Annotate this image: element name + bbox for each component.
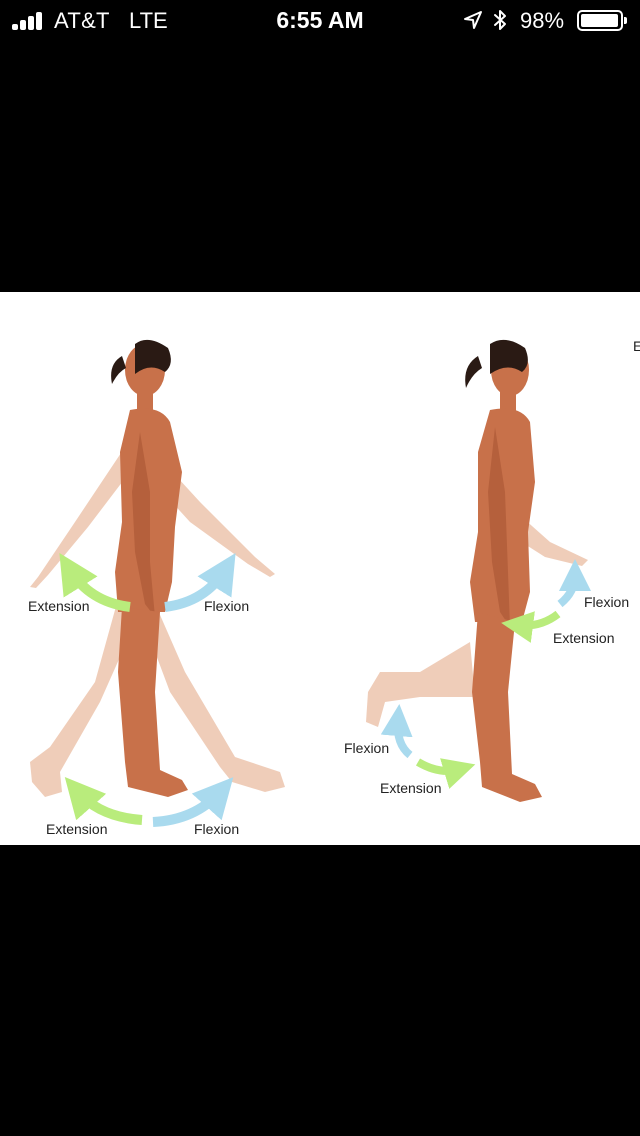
leg-extension-arrow [415, 758, 476, 789]
arm-extension-arrow [59, 553, 131, 612]
status-time: 6:55 AM [276, 7, 364, 33]
label-arm-extension-left: Extension [28, 598, 90, 614]
battery-fill [581, 14, 619, 27]
ponytail [111, 356, 126, 384]
bluetooth-icon [494, 10, 506, 30]
ghost-leg-front [140, 592, 285, 792]
signal-bars-icon [12, 12, 46, 30]
arm-flexion-arrow [164, 553, 236, 612]
arm-extension-arrow [501, 610, 561, 643]
label-leg-extension-right: Extension [380, 780, 442, 796]
anatomy-image: Extension Flexion Extension Flexion Flex… [0, 292, 640, 845]
ghost-leg-back [30, 592, 140, 797]
label-arm-extension-right: Extension [553, 630, 615, 646]
leg-flexion-arrow [380, 704, 413, 759]
anatomy-illustration [30, 339, 591, 827]
label-cropped-edge: E [633, 338, 640, 354]
arm [132, 432, 155, 617]
hair [490, 339, 528, 374]
label-leg-flexion-left: Flexion [194, 821, 240, 837]
ponytail [465, 356, 482, 388]
carrier-name: AT&T [54, 8, 110, 33]
right-figure [366, 339, 591, 802]
battery-icon [577, 10, 627, 31]
ghost-arm-back [30, 432, 145, 588]
leg-extension-arrow [64, 776, 143, 825]
label-leg-extension-left: Extension [46, 821, 108, 837]
arm [488, 427, 510, 627]
leg-flexion-arrow [152, 777, 234, 827]
left-figure [30, 339, 285, 827]
leg [118, 607, 188, 797]
leg [472, 612, 542, 802]
hair [135, 339, 171, 374]
ghost-leg-back [366, 642, 475, 727]
arm-flexion-arrow [557, 559, 591, 608]
network-type: LTE [129, 8, 168, 33]
battery-percent: 98% [520, 8, 565, 33]
label-arm-flexion-left: Flexion [204, 598, 250, 614]
location-arrow-icon [464, 11, 482, 29]
status-bar: AT&T LTE 6:55 AM 98% [0, 0, 640, 40]
label-arm-flexion-right: Flexion [584, 594, 630, 610]
label-leg-flexion-right: Flexion [344, 740, 390, 756]
